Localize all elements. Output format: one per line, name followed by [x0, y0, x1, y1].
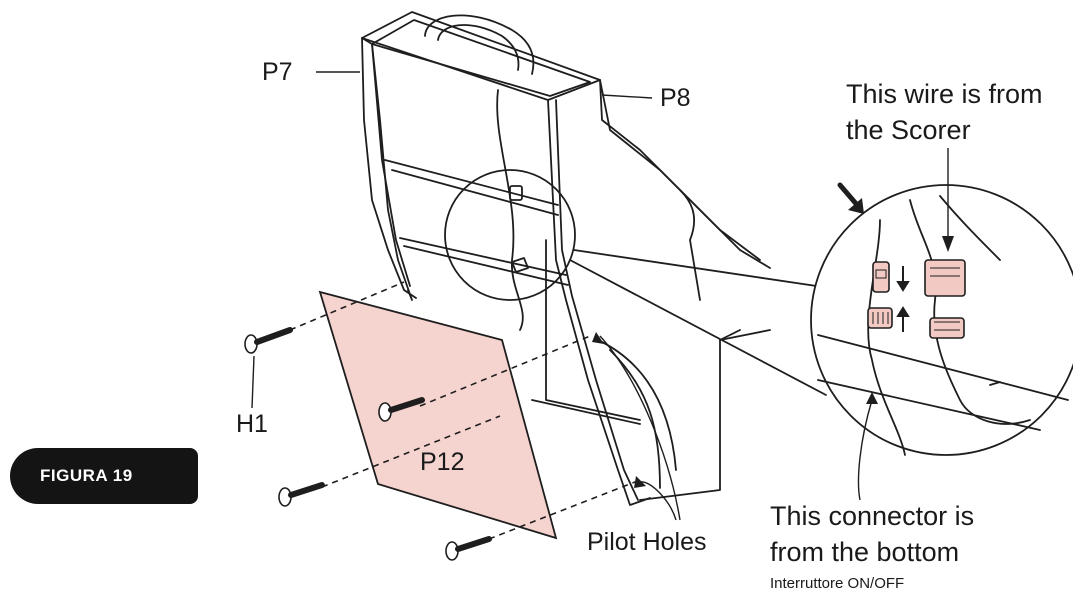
- callout-connector-line1: This connector is: [770, 501, 975, 531]
- panel-edge-line-2: [817, 379, 1041, 431]
- connector-scorer-bottom: [929, 317, 965, 339]
- connector-scorer-top: [924, 259, 966, 297]
- callout-wire-line1: This wire is from: [846, 79, 1043, 109]
- label-p12: P12: [420, 448, 465, 476]
- screw-guide-lines: [289, 281, 641, 540]
- callout-wire-line2: the Scorer: [846, 115, 971, 145]
- side-panel-p8: [547, 79, 771, 506]
- magnifier-line-bottom: [569, 259, 827, 396]
- connector-pair-small: [509, 185, 529, 273]
- figure-badge-label: FIGURA 19: [40, 466, 133, 485]
- bold-pointer-arrow: [837, 182, 864, 214]
- magnifier-line-top: [573, 249, 831, 289]
- wire-scorer: [909, 199, 1031, 425]
- side-panel-p7: [361, 37, 417, 301]
- label-h1: H1: [236, 410, 268, 438]
- label-p7: P7: [262, 58, 293, 86]
- panel-edge-line: [817, 334, 1069, 401]
- connector-male-bottom: [867, 307, 893, 329]
- wire-top: [939, 195, 1001, 261]
- detail-circle-small: [444, 169, 576, 301]
- wire-bottom: [867, 219, 906, 456]
- label-pilot-holes: Pilot Holes: [587, 528, 707, 556]
- arrowheads: [592, 236, 954, 488]
- panel-p12: [318, 290, 558, 540]
- screw-2: [378, 397, 425, 422]
- callout-switch-note: Interruttore ON/OFF: [770, 575, 905, 592]
- callout-connector-line2: from the bottom: [770, 537, 960, 567]
- cabinet-interior: [384, 89, 677, 489]
- screw-4: [445, 536, 492, 561]
- screw-3: [278, 482, 325, 507]
- cabinet-top: [361, 11, 601, 101]
- small-mark: [989, 381, 1001, 386]
- leader-lines: [251, 71, 949, 521]
- connector-female-top: [872, 261, 890, 293]
- plug-arrows: [896, 266, 910, 332]
- figure-badge: FIGURA 19: [10, 448, 198, 504]
- label-p8: P8: [660, 84, 691, 112]
- screw-h1: [244, 327, 293, 354]
